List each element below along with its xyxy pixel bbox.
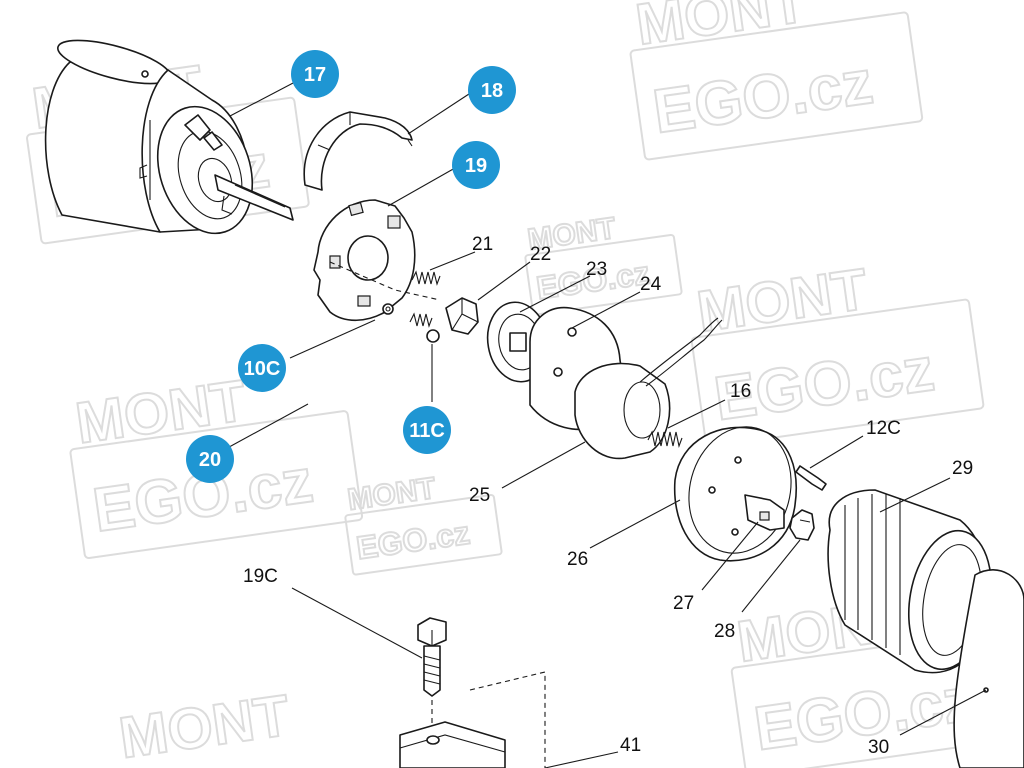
coupling-part-28	[789, 509, 815, 541]
svg-text:EGO.cz: EGO.cz	[354, 515, 472, 566]
spring-part-11c	[409, 312, 440, 343]
svg-text:17: 17	[304, 64, 326, 86]
label-26: 26	[567, 549, 588, 570]
svg-text:10C: 10C	[244, 358, 281, 380]
badge-17: 17	[291, 50, 339, 98]
badge-10c: 10C	[238, 344, 286, 392]
tube-part-30	[953, 569, 1024, 768]
leader-lines	[219, 81, 987, 768]
label-27: 27	[673, 593, 694, 614]
svg-text:20: 20	[199, 449, 221, 471]
label-25: 25	[469, 485, 490, 506]
svg-text:MONT: MONT	[632, 0, 810, 58]
watermark-2: MONT EGO.cz	[629, 0, 924, 161]
label-28: 28	[714, 621, 735, 642]
screw-part-12c	[795, 465, 827, 491]
label-30: 30	[868, 737, 889, 758]
badge-18: 18	[468, 66, 516, 114]
spring-part-16	[647, 430, 683, 448]
label-29: 29	[952, 458, 973, 479]
bracket-part-41	[399, 671, 546, 768]
svg-text:MONT: MONT	[346, 472, 438, 517]
label-16: 16	[730, 381, 751, 402]
svg-text:19: 19	[465, 155, 487, 177]
assembly-axis	[329, 261, 441, 301]
badge-11c: 11C	[403, 406, 451, 454]
upper-shell-part-18	[303, 111, 413, 191]
watermark-5: MONT EGO.cz	[344, 471, 503, 576]
motor-part-17	[44, 39, 294, 235]
badge-20: 20	[186, 435, 234, 483]
label-12c: 12C	[866, 418, 901, 439]
brake-plate-part-19	[313, 199, 416, 322]
spring-part-21	[411, 270, 441, 286]
svg-text:11C: 11C	[409, 420, 445, 442]
housing-part-26	[673, 426, 797, 562]
svg-text:MONT: MONT	[693, 256, 871, 344]
electromagnet-part-25	[574, 317, 723, 460]
label-22: 22	[530, 244, 551, 265]
hub-part-22	[445, 297, 479, 335]
svg-text:18: 18	[481, 80, 503, 102]
label-23: 23	[586, 259, 607, 280]
svg-text:MONT: MONT	[115, 683, 293, 768]
label-41: 41	[620, 735, 641, 756]
watermark-8: MONT	[114, 682, 294, 768]
label-21: 21	[472, 234, 493, 255]
label-24: 24	[640, 274, 662, 295]
label-19c: 19C	[243, 566, 278, 587]
badge-19: 19	[452, 141, 500, 189]
shaft-part-27	[744, 494, 785, 531]
watermark-3: MONT EGO.cz	[690, 255, 985, 448]
bolt-part-19c	[417, 617, 447, 697]
